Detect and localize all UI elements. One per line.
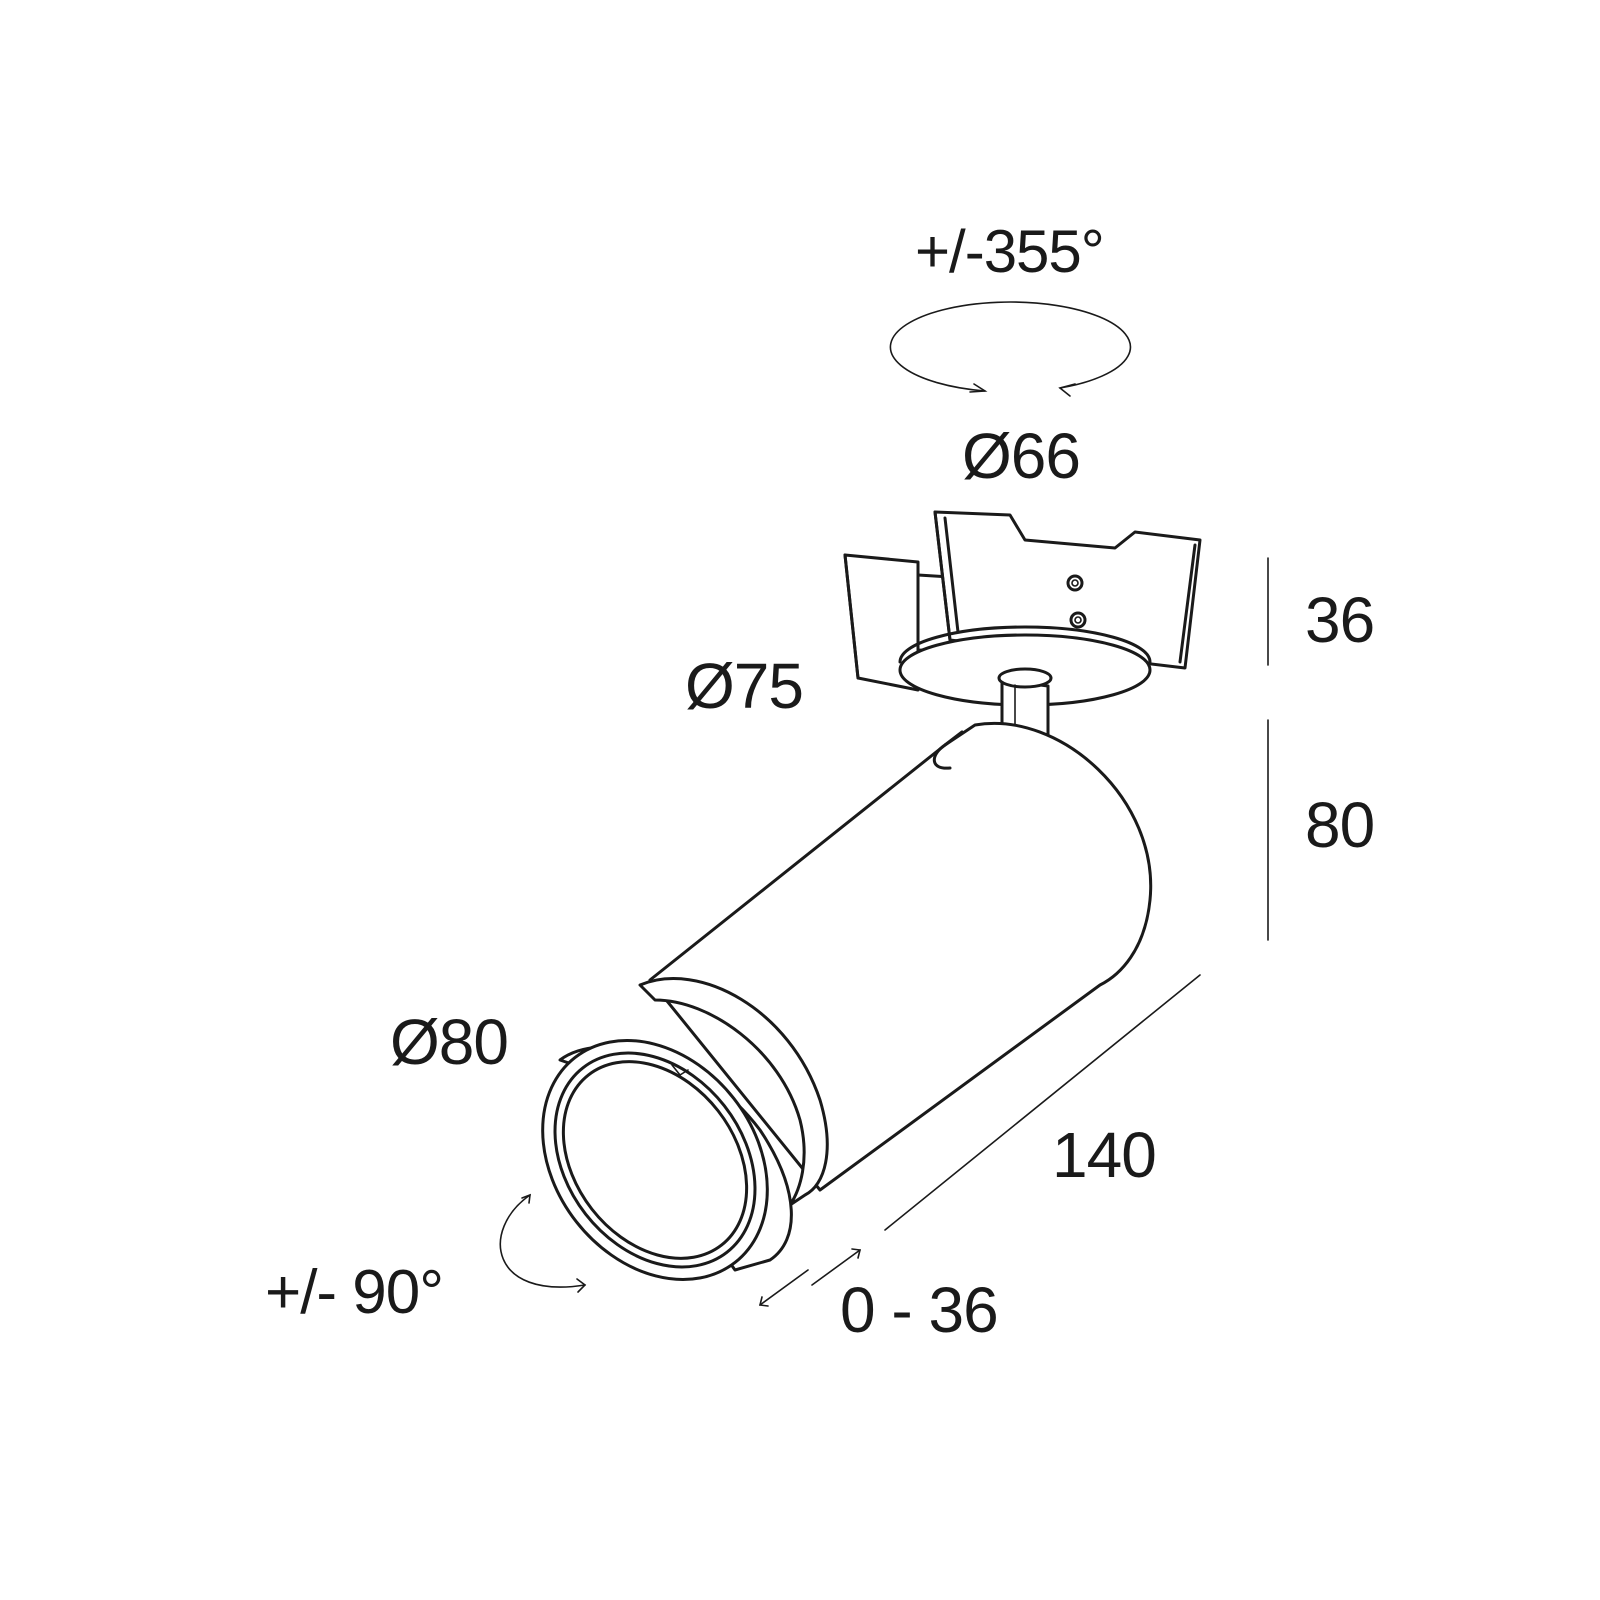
horizontal-rotation-arrow [889,301,1132,397]
front-bezel [541,1038,793,1282]
recess-height-label: 36 [1305,584,1375,656]
body-length-dimension-line [884,974,1201,1231]
spotlight-body [638,721,1153,1207]
body-height-label: 80 [1305,789,1375,861]
extension-arrows [759,1248,861,1307]
tilt-label: +/- 90° [265,1258,444,1327]
tilt-rotation-arrow [499,1193,587,1293]
extension-label: 0 - 36 [840,1274,999,1346]
cutout-diameter-label: Ø66 [962,420,1081,492]
mounting-clip-housing [843,510,1202,692]
rotation-horizontal-label: +/-355° [915,218,1105,285]
body-diameter-label: Ø80 [390,1006,509,1078]
body-length-label: 140 [1052,1119,1157,1191]
flange-diameter-label: Ø75 [685,650,804,722]
